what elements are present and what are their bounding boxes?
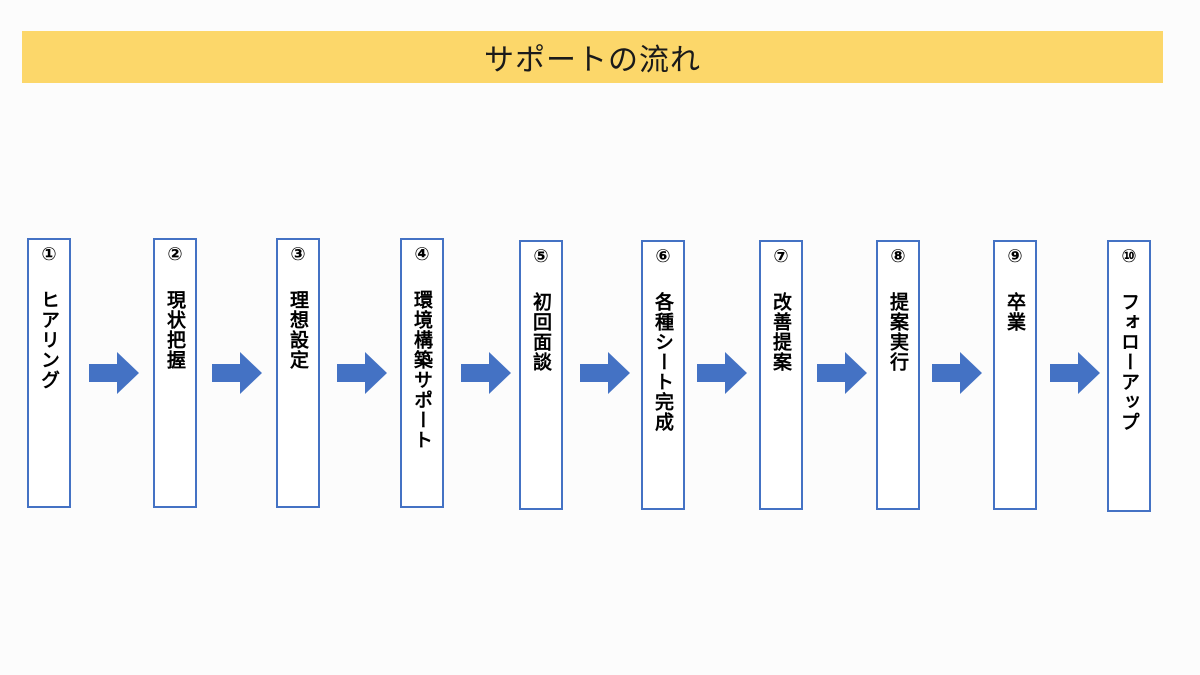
step-label: 初回面談 xyxy=(530,292,552,372)
step-number: ① xyxy=(41,244,57,265)
step-label: 提案実行 xyxy=(887,292,909,372)
step-number: ⑧ xyxy=(890,246,906,267)
step-label: フォローアップ xyxy=(1118,292,1140,432)
right-arrow-icon xyxy=(1050,352,1100,394)
step-label: 各種シート完成 xyxy=(652,292,674,432)
step-label: 環境構築サポート xyxy=(411,290,433,450)
step-number: ⑩ xyxy=(1121,246,1137,267)
step-number: ② xyxy=(167,244,183,265)
right-arrow-icon xyxy=(817,352,867,394)
page-title: サポートの流れ xyxy=(484,43,701,78)
step-label: 卒業 xyxy=(1004,292,1026,332)
step-number: ④ xyxy=(414,244,430,265)
right-arrow-icon xyxy=(932,352,982,394)
step-box-9: ⑨ 卒業 xyxy=(993,240,1037,510)
step-number: ⑨ xyxy=(1007,246,1023,267)
step-number: ③ xyxy=(290,244,306,265)
step-box-8: ⑧ 提案実行 xyxy=(876,240,920,510)
step-label: 改善提案 xyxy=(770,292,792,372)
step-box-4: ④ 環境構築サポート xyxy=(400,238,444,508)
right-arrow-icon xyxy=(337,352,387,394)
step-number: ⑤ xyxy=(533,246,549,267)
step-box-5: ⑤ 初回面談 xyxy=(519,240,563,510)
right-arrow-icon xyxy=(461,352,511,394)
step-box-2: ② 現状把握 xyxy=(153,238,197,508)
step-box-10: ⑩ フォローアップ xyxy=(1107,240,1151,512)
right-arrow-icon xyxy=(89,352,139,394)
right-arrow-icon xyxy=(580,352,630,394)
right-arrow-icon xyxy=(697,352,747,394)
step-label: 現状把握 xyxy=(164,290,186,370)
step-label: 理想設定 xyxy=(287,290,309,370)
step-box-3: ③ 理想設定 xyxy=(276,238,320,508)
step-number: ⑥ xyxy=(655,246,671,267)
right-arrow-icon xyxy=(212,352,262,394)
title-banner: サポートの流れ xyxy=(22,31,1163,83)
step-box-7: ⑦ 改善提案 xyxy=(759,240,803,510)
step-box-6: ⑥ 各種シート完成 xyxy=(641,240,685,510)
step-label: ヒアリング xyxy=(38,290,60,390)
step-number: ⑦ xyxy=(773,246,789,267)
step-box-1: ① ヒアリング xyxy=(27,238,71,508)
